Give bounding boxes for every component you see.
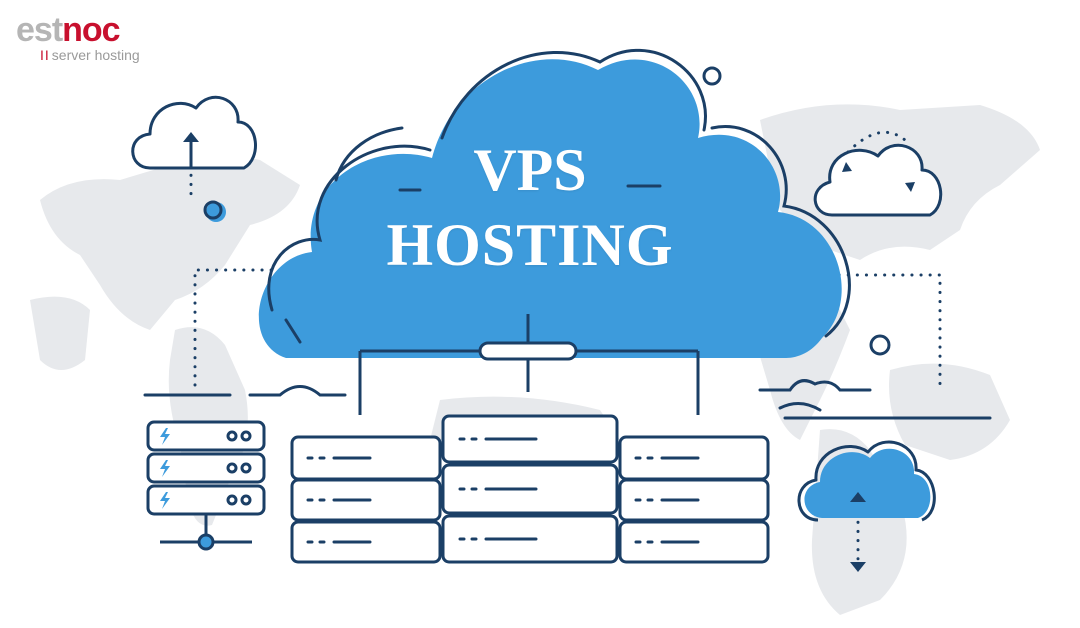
main-cloud: [258, 49, 851, 415]
server-stack-icon: [290, 414, 770, 564]
cloud-upload-icon: [131, 95, 257, 222]
headline-line-2: HOSTING: [386, 212, 674, 278]
headline-line-1: VPS: [473, 137, 587, 203]
ground-lines: [143, 379, 992, 420]
logo-tagline-text: server hosting: [51, 47, 140, 63]
cloud-sync-icon: [813, 143, 943, 217]
headline: VPS HOSTING: [330, 134, 730, 284]
server-rack-icon: [146, 420, 266, 551]
cloud-download-icon: [797, 440, 936, 572]
logo-wordmark: estnoc: [16, 11, 121, 49]
decorative-rings: [702, 66, 891, 356]
logo-tagline-marks: II: [40, 47, 50, 63]
